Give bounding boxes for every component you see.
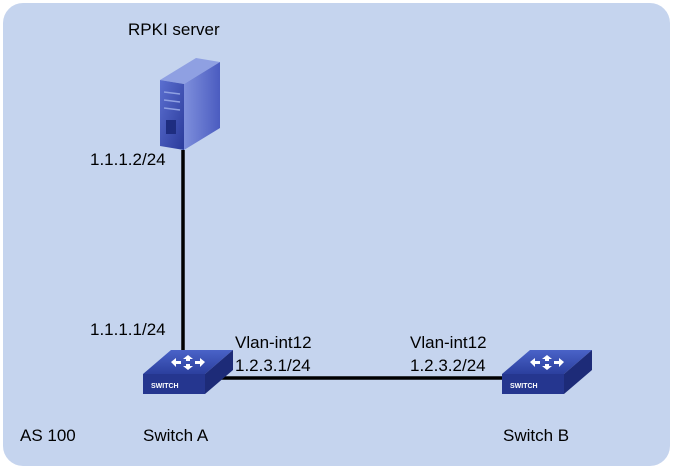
switch-b-badge: SWITCH: [510, 383, 538, 390]
switch-a-interface-label: Vlan-int12: [235, 333, 312, 352]
server-name-label: RPKI server: [128, 20, 220, 39]
switch-a-server-ip-label: 1.1.1.1/24: [90, 320, 166, 339]
server-ip-label: 1.1.1.2/24: [90, 150, 166, 169]
as-label: AS 100: [20, 426, 76, 445]
switch-a-badge: SWITCH: [151, 383, 179, 390]
switch-a-icon: SWITCH: [143, 350, 233, 394]
switch-a-name-label: Switch A: [143, 426, 209, 445]
switch-b-interface-label: Vlan-int12: [410, 333, 487, 352]
switch-b-icon: SWITCH: [502, 350, 592, 394]
switch-a-interface-ip-label: 1.2.3.1/24: [235, 356, 311, 375]
switch-b-name-label: Switch B: [503, 426, 570, 445]
switch-b-interface-ip-label: 1.2.3.2/24: [410, 356, 486, 375]
server-icon: [160, 58, 220, 150]
